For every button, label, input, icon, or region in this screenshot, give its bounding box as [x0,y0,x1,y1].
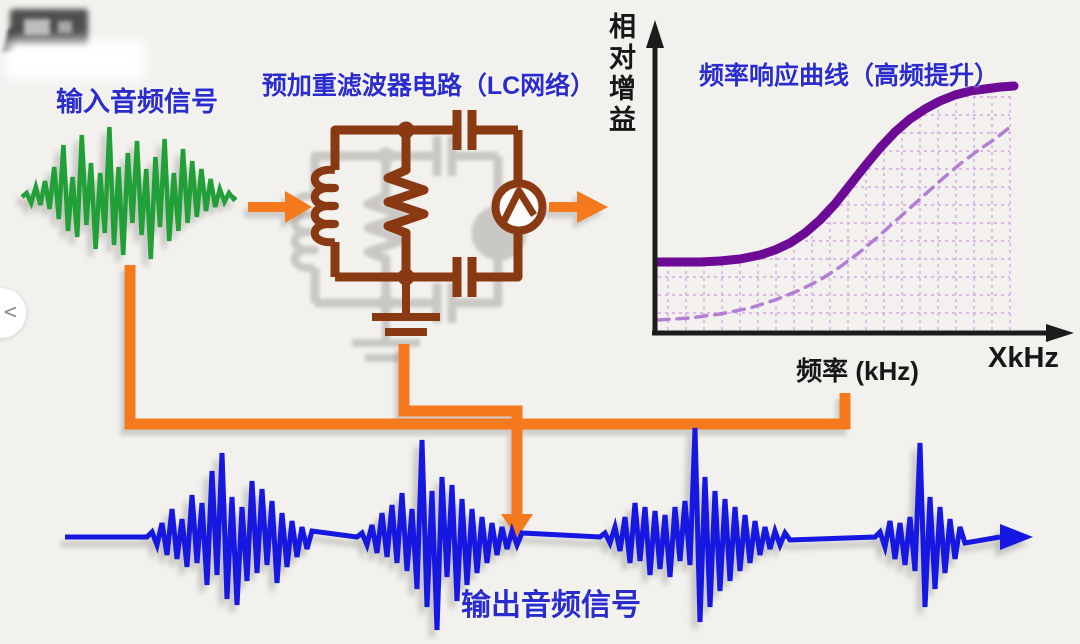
x-axis-label: 频率 (kHz) [796,356,919,386]
output-arrow-icon [549,191,608,223]
watermark-block [4,40,146,80]
watermark-block [58,21,72,33]
chart-title-label: 频率响应曲线（高频提升） [698,62,999,90]
x-axis-end-label: XkHz [988,342,1059,374]
y-axis-label: 相对增益 [605,12,635,136]
chart-grid [658,96,1011,331]
connector-arrowhead-icon [501,514,533,538]
lc-filter-circuit [315,110,543,332]
waveform-arrowhead-icon [1000,524,1033,550]
output-audio-waveform [65,427,1033,631]
output-signal-label: 输出音频信号 [461,589,641,622]
x-axis-arrowhead-icon [1046,324,1074,342]
input-audio-waveform [20,126,238,260]
input-signal-label: 输入音频信号 [56,87,218,117]
input-arrow-icon [248,191,312,223]
y-axis-arrowhead-icon [646,20,664,48]
secondary-gain-curve [656,125,1012,322]
chart-axes [652,40,1050,336]
connector-input-to-chart [124,265,851,430]
connector-circuit-to-output [398,344,523,517]
signal-connectors [124,265,851,538]
chevron-left-icon: < [3,300,17,325]
main-gain-curve [653,81,1019,267]
watermark-block [24,19,50,35]
circuit-io-arrows [248,191,608,223]
circuit-title-label: 预加重滤波器电路（LC网络） [261,72,596,100]
